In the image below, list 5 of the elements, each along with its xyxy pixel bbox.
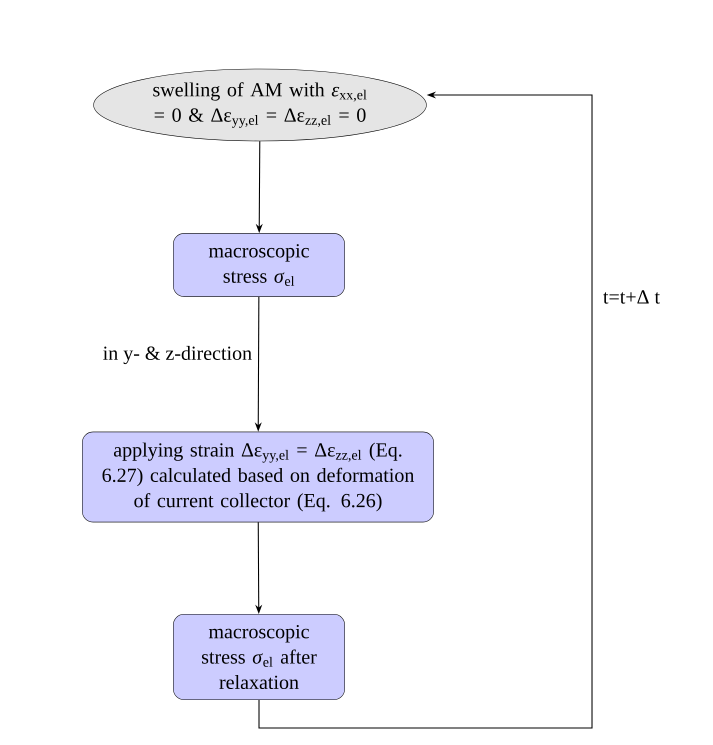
process-box: applying strain Δε$_{yy,el}$ = Δε$_{zz,el}$ (Eq. 6.27) calculated based on deformation of current collector (Eq. 6.26) (82, 432, 434, 522)
process-box: macroscopic stress σ$_{el}$ after relaxation (173, 614, 345, 700)
edge-label: t=t+Δ t (600, 288, 663, 306)
process-box: macroscopic stress σ$_{el}$ (173, 233, 345, 297)
edge-label: in y- & z-direction (100, 343, 255, 367)
